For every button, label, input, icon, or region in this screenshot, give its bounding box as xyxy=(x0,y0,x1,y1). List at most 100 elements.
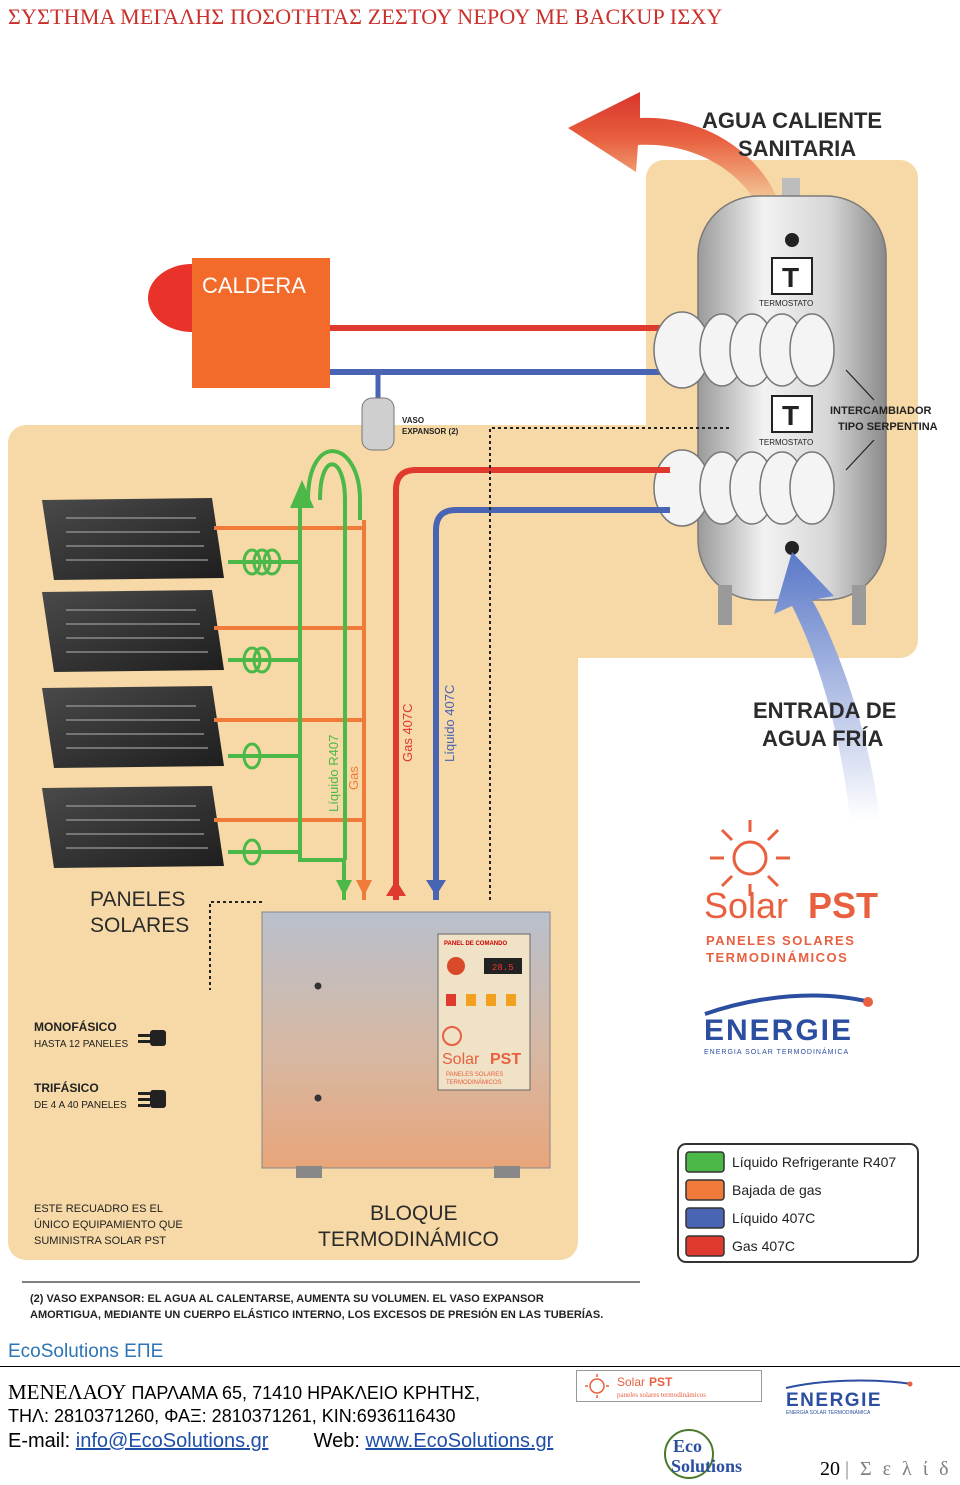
termostato-2-label: TERMOSTATO xyxy=(759,438,813,447)
intercambiador-label-2: TIPO SERPENTINA xyxy=(838,421,938,433)
panel-switch-2 xyxy=(466,994,476,1006)
panel-logo-solar: Solar xyxy=(442,1051,480,1068)
paneles-label-1: PANELES xyxy=(90,888,185,911)
footer-solar-pst-logo: Solar PST paneles solares termodinámicos xyxy=(576,1370,762,1402)
pipe-arrow-blue xyxy=(426,880,446,896)
legend-label-3: Líquido 407C xyxy=(732,1210,815,1226)
solar-logo-text: Solar xyxy=(704,885,788,926)
gas-407c-pipe xyxy=(393,467,670,900)
lower-coil xyxy=(653,449,835,527)
bloque-foot-left xyxy=(296,1166,322,1178)
page-number-value: 20 xyxy=(820,1458,840,1480)
pst-logo-text: PST xyxy=(808,885,878,926)
upper-coil xyxy=(653,311,835,389)
panel-de-comando-label: PANEL DE COMANDO xyxy=(444,941,507,947)
footnote-line-1: (2) VASO EXPANSOR: EL AGUA AL CALENTARSE… xyxy=(30,1293,544,1305)
contact-line: E-mail: info@EcoSolutions.gr Web: www.Ec… xyxy=(8,1430,553,1453)
cold-water-arrow xyxy=(774,552,880,820)
pipe-label-gas-407c: Gas 407C xyxy=(400,703,415,762)
liquido-407c-pipe xyxy=(433,507,670,900)
intercambiador-pointer-2 xyxy=(845,439,875,471)
legend-swatch-3 xyxy=(685,1207,725,1229)
green-loop-outer xyxy=(306,449,362,520)
agua-caliente-label-1: AGUA CALIENTE xyxy=(702,108,882,133)
panel-knob xyxy=(447,957,465,975)
energie-swoosh xyxy=(704,993,871,1016)
intercambiador-label-1: INTERCAMBIADOR xyxy=(830,405,931,417)
address-line: ΜΕΝΕΛΑΟΥ ΠΑΡΛΑΜΑ 65, 71410 ΗΡΑΚΛΕΙΟ ΚΡΗΤ… xyxy=(8,1380,480,1405)
bloque-label-1: BLOQUE xyxy=(370,1202,458,1225)
pipe-label-liquido-r407: Líquido R407 xyxy=(326,735,341,812)
legend-swatch-1 xyxy=(685,1151,725,1173)
solar-system-diagram: AGUA CALIENTE SANITARIA CALDERA VASO EXP… xyxy=(8,92,938,1321)
pipe-arrow-orange xyxy=(356,880,372,896)
panel-display xyxy=(484,958,522,974)
pipe-label-liquido-407c: Líquido 407C xyxy=(442,685,457,762)
monofasico-label: MONOFÁSICO xyxy=(34,1019,117,1034)
entrada-label-1: ENTRADA DE xyxy=(753,698,896,723)
paneles-label-2: SOLARES xyxy=(90,914,189,937)
hot-water-arrow xyxy=(568,92,780,210)
solar-panel-4 xyxy=(42,786,224,868)
web-link[interactable]: www.EcoSolutions.gr xyxy=(365,1430,554,1452)
solar-sun-logo xyxy=(710,820,790,896)
control-wire-tank xyxy=(489,427,730,900)
pipe-label-gas: Gas xyxy=(346,766,361,790)
pipe-arrow-green xyxy=(336,880,352,896)
footer-logo-eco: Eco xyxy=(673,1436,702,1456)
termostato-2-icon xyxy=(771,395,813,433)
background-connector xyxy=(560,425,660,658)
legend-label-4: Gas 407C xyxy=(732,1238,795,1254)
footer-logo-solutions: Solutions xyxy=(671,1456,742,1476)
panel-switch-3 xyxy=(486,994,496,1006)
footer-rule xyxy=(0,1366,960,1367)
company-name: EcoSolutions ΕΠΕ xyxy=(8,1341,164,1362)
tank-top-sensor xyxy=(785,233,799,247)
tank-bottom-sensor xyxy=(785,541,799,555)
solar-panel-3 xyxy=(42,686,224,768)
termostato-2-letter: T xyxy=(782,400,799,431)
tank-leg-left xyxy=(718,585,732,625)
street-name: ΜΕΝΕΛΑΟΥ xyxy=(8,1380,127,1404)
footer-energie-sub: ENERGIA SOLAR TERMODINÁMICA xyxy=(786,1409,871,1416)
cuadro-note-3: SUMINISTRA SOLAR PST xyxy=(34,1235,166,1247)
email-link[interactable]: info@EcoSolutions.gr xyxy=(75,1430,269,1452)
bloque-lock xyxy=(314,982,322,990)
tank-leg-right xyxy=(852,585,866,625)
legend-swatch-2 xyxy=(685,1179,725,1201)
footer-energie-text: ENERGIE xyxy=(786,1390,882,1411)
green-loop-upper xyxy=(318,462,347,860)
footer-energie-logo: ENERGIE ENERGIA SOLAR TERMODINÁMICA xyxy=(785,1379,913,1416)
footnote-line-2: AMORTIGUA, MEDIANTE UN CUERPO ELÁSTICO I… xyxy=(30,1308,603,1321)
web-label: Web: xyxy=(313,1430,360,1452)
panel-logo-pst: PST xyxy=(490,1051,521,1068)
intercambiador-pointer-1 xyxy=(845,369,875,401)
footer-logo-pst: PST xyxy=(649,1375,673,1389)
solar-sub-1: PANELES SOLARES xyxy=(706,933,855,948)
termostato-1-label: TERMOSTATO xyxy=(759,299,813,308)
panel-logo-sub-2: TERMODINÁMICOS xyxy=(446,1079,502,1086)
caldera-box xyxy=(192,258,330,388)
cuadro-note-2: ÚNICO EQUIPAMIENTO QUE xyxy=(34,1218,183,1231)
bloque-label-2: TERMODINÁMICO xyxy=(318,1228,499,1251)
panel-sun-logo xyxy=(442,1026,462,1046)
caldera-label: CALDERA xyxy=(202,273,306,298)
monofasico-plug-icon xyxy=(138,1030,166,1046)
legend-label-2: Bajada de gas xyxy=(732,1182,822,1198)
energie-dot xyxy=(863,997,873,1007)
panel-display-value: 28.5 xyxy=(492,963,514,973)
phone-line: ΤΗΛ: 2810371260, ΦΑΞ: 2810371261, ΚΙΝ:69… xyxy=(8,1406,456,1426)
trifasico-label: TRIFÁSICO xyxy=(34,1080,99,1095)
solar-panel-1 xyxy=(42,498,224,580)
green-coil-4 xyxy=(242,838,262,866)
vaso-label-2: EXPANSOR (2) xyxy=(402,427,459,436)
bloque-foot-right xyxy=(494,1166,520,1178)
footer-ecosolutions-logo: Eco Solutions xyxy=(664,1429,742,1479)
legend-label-1: Líquido Refrigerante R407 xyxy=(732,1154,896,1170)
green-coil-1 xyxy=(242,548,282,576)
legend-swatch-4 xyxy=(685,1235,725,1257)
solar-sub-2: TERMODINÁMICOS xyxy=(706,950,848,965)
cuadro-note-1: ESTE RECUADRO ES EL xyxy=(34,1203,163,1215)
pipe-arrow-red xyxy=(386,880,406,896)
